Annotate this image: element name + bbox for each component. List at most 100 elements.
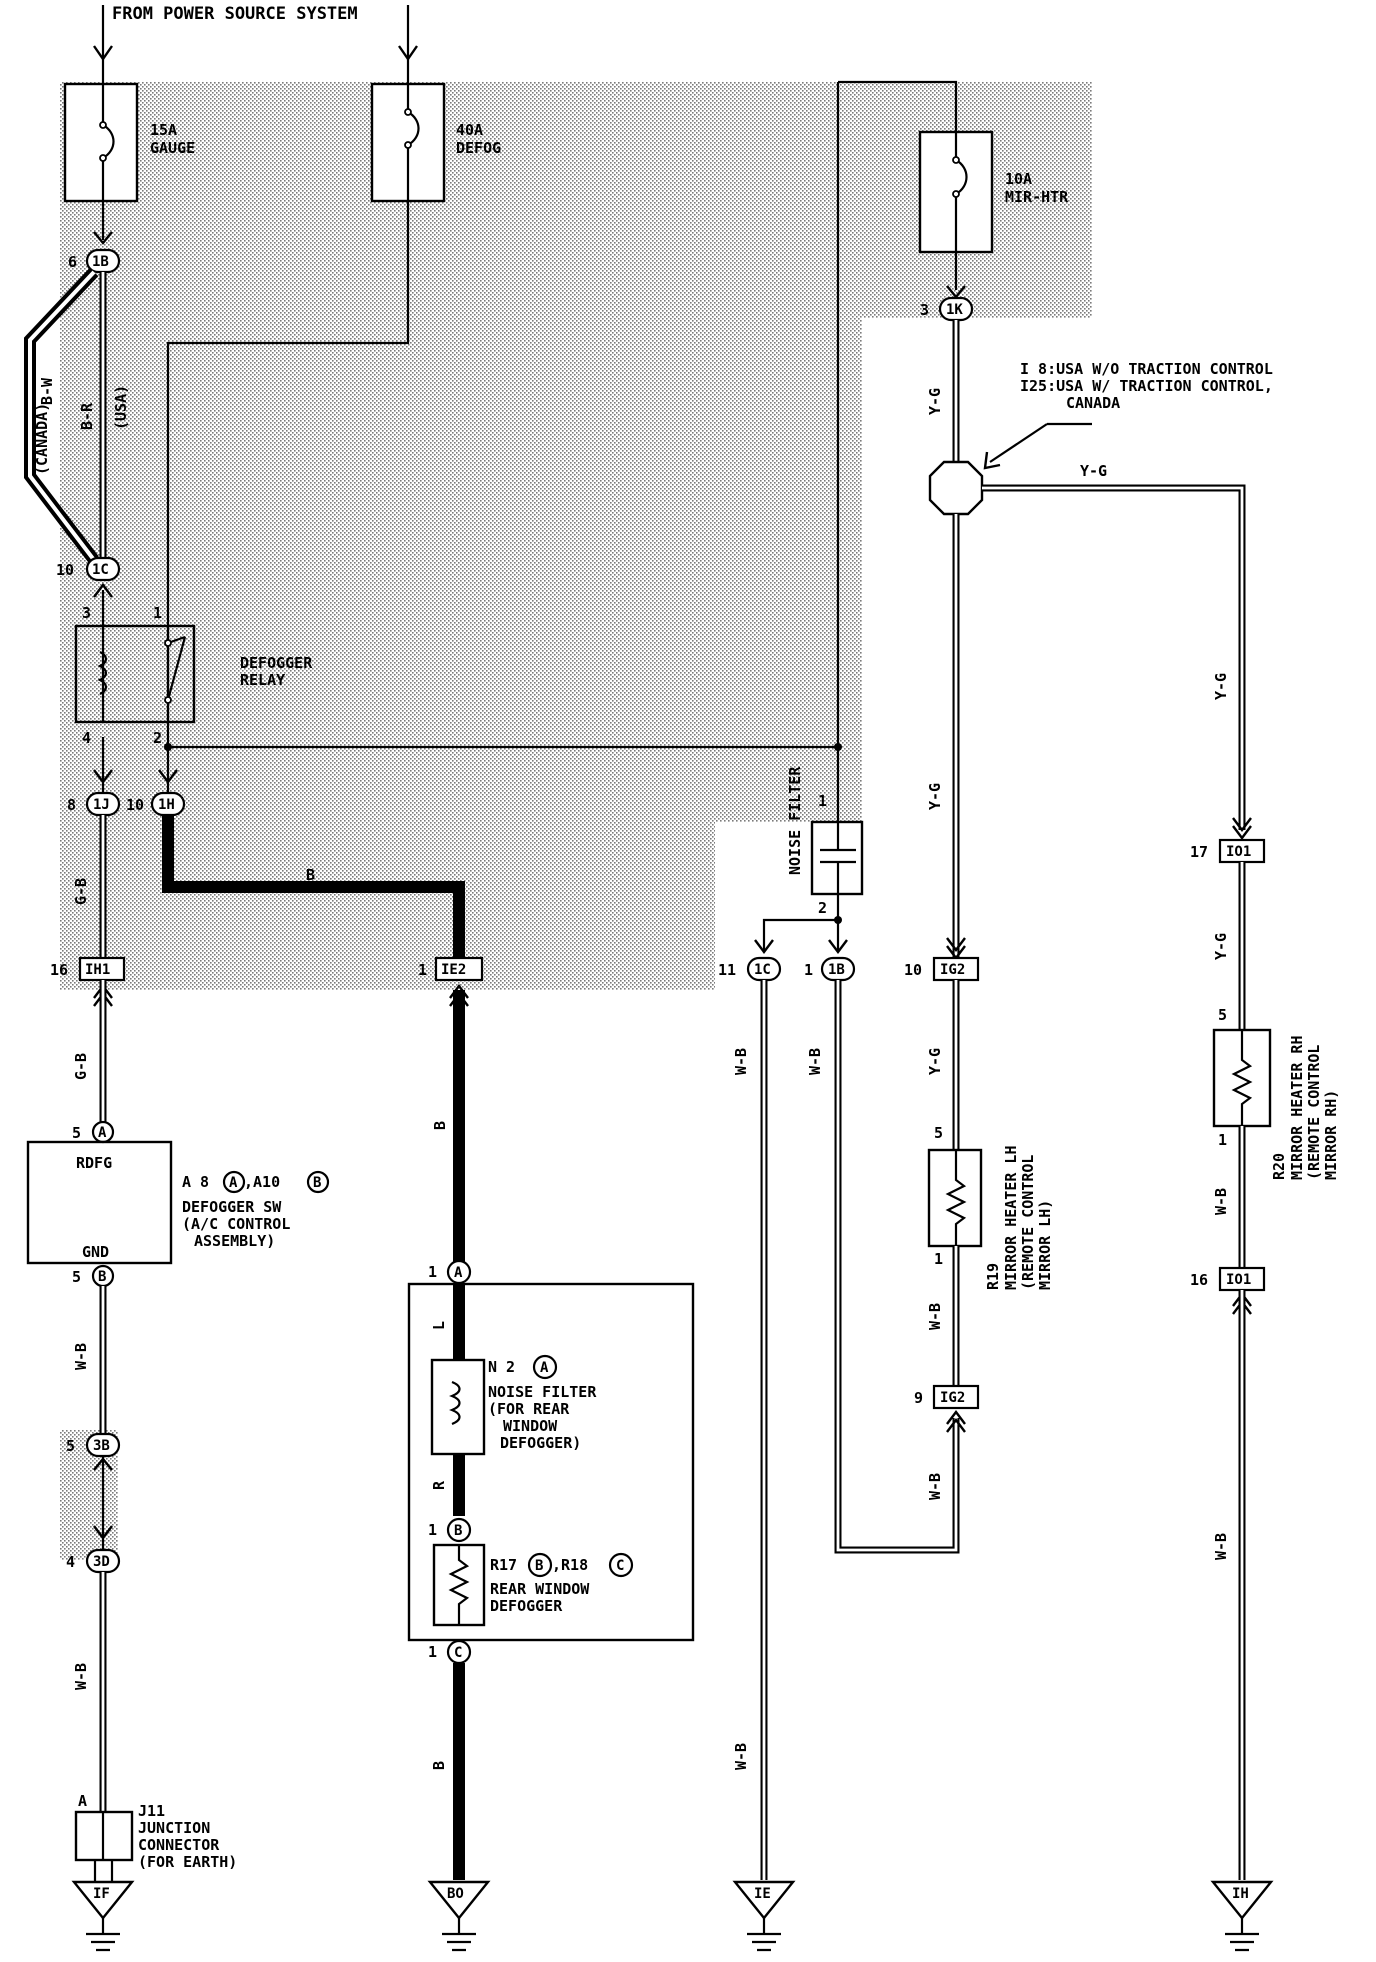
svg-text:8: 8 <box>67 796 76 814</box>
svg-text:1C: 1C <box>754 962 771 978</box>
svg-text:Y-G: Y-G <box>1080 462 1107 480</box>
svg-text:,A10: ,A10 <box>244 1173 280 1191</box>
svg-text:(FOR EARTH): (FOR EARTH) <box>138 1853 237 1871</box>
svg-text:I25:USA W/ TRACTION CONTROL,: I25:USA W/ TRACTION CONTROL, <box>1020 377 1273 395</box>
svg-text:3: 3 <box>82 604 91 622</box>
svg-text:W-B: W-B <box>926 1303 944 1330</box>
mirror-heater-lh: 5 1 R19 MIRROR HEATER LH (REMOTE CONTROL… <box>927 1124 1054 1290</box>
canada-usa-wires: B-W (CANADA) B-R (USA) <box>24 267 130 564</box>
svg-text:R20: R20 <box>1270 1153 1288 1180</box>
wire-yg-upper: Y-G <box>926 320 960 462</box>
svg-text:R19: R19 <box>984 1263 1002 1290</box>
fuse-gauge-name: GAUGE <box>150 139 195 157</box>
connector-1J: 1J 8 <box>67 769 121 817</box>
wire-gb: G-B <box>72 815 107 958</box>
svg-text:W-B: W-B <box>1212 1533 1230 1560</box>
junction-IO1-upper: IO1 17 Y-G <box>1190 838 1266 1030</box>
svg-text:IH: IH <box>1232 1886 1249 1902</box>
fuse-defog-name: DEFOG <box>456 139 501 157</box>
svg-text:5: 5 <box>72 1124 81 1142</box>
svg-text:10: 10 <box>904 961 922 979</box>
svg-text:2: 2 <box>153 729 162 747</box>
svg-text:1: 1 <box>818 792 827 810</box>
defogger-relay: 3 1 4 2 DEFOGGER RELAY <box>74 597 313 747</box>
mirror-heater-rh: 5 1 R20 MIRROR HEATER RH (REMOTE CONTROL… <box>1212 1006 1340 1180</box>
rear-defogger-unit: A 1 L N 2 A NOISE FILTER (FOR REAR WINDO… <box>407 1259 695 1665</box>
fuse-gauge: 15A GAUGE <box>63 82 195 203</box>
ground-ie: IE <box>732 1880 796 1952</box>
svg-text:W-B: W-B <box>732 1048 750 1075</box>
power-input-arrows <box>93 5 418 84</box>
svg-text:1J: 1J <box>93 797 110 813</box>
svg-text:Y-G: Y-G <box>1212 933 1230 960</box>
fuse-defog-amp: 40A <box>456 121 483 139</box>
svg-text:5: 5 <box>66 1437 75 1455</box>
junction-connector-j11: A J11 JUNCTION CONNECTOR (FOR EARTH) <box>74 1792 237 1888</box>
connector-1B-center: 1B 1 <box>804 956 856 982</box>
ground-bo: BO <box>427 1880 491 1952</box>
svg-text:NOISE FILTER: NOISE FILTER <box>488 1383 597 1401</box>
svg-text:C: C <box>454 1645 462 1661</box>
noise-filter: NOISE FILTER 1 2 <box>754 766 864 954</box>
svg-text:WINDOW: WINDOW <box>503 1417 558 1435</box>
svg-text:5: 5 <box>934 1124 943 1142</box>
wire-wb-left: W-B 3B 5 3D 4 W-B <box>66 1286 121 1812</box>
wire-wb-lh: W-B <box>926 1246 960 1386</box>
fuse-gauge-amp: 15A <box>150 121 177 139</box>
svg-text:17: 17 <box>1190 843 1208 861</box>
svg-text:W-B: W-B <box>926 1473 944 1500</box>
svg-text:RDFG: RDFG <box>76 1154 112 1172</box>
svg-text:IG2: IG2 <box>940 962 965 978</box>
svg-text:1: 1 <box>428 1263 437 1281</box>
source-label: FROM POWER SOURCE SYSTEM <box>112 4 358 24</box>
svg-text:11: 11 <box>718 961 736 979</box>
svg-text:1: 1 <box>428 1521 437 1539</box>
junction-IH1: IH1 16 <box>50 956 126 1007</box>
svg-text:1B: 1B <box>828 962 845 978</box>
svg-text:16: 16 <box>1190 1271 1208 1289</box>
svg-text:DEFOGGER): DEFOGGER) <box>500 1434 581 1452</box>
svg-text:R: R <box>430 1480 448 1490</box>
svg-text:5: 5 <box>1218 1006 1227 1024</box>
svg-text:Y-G: Y-G <box>1212 673 1230 700</box>
fuse-mir-htr: 10A MIR-HTR <box>918 130 1069 254</box>
svg-text:IE: IE <box>754 1886 771 1902</box>
svg-text:(CANADA): (CANADA) <box>33 403 51 475</box>
svg-text:1: 1 <box>1218 1131 1227 1149</box>
svg-text:B-R: B-R <box>78 402 96 430</box>
splice-point: I 8:USA W/O TRACTION CONTROL I25:USA W/ … <box>928 360 1273 516</box>
svg-text:9: 9 <box>914 1389 923 1407</box>
svg-text:N 2: N 2 <box>488 1358 515 1376</box>
svg-text:REAR WINDOW: REAR WINDOW <box>490 1580 590 1598</box>
svg-text:IO1: IO1 <box>1226 1272 1251 1288</box>
svg-text:J11: J11 <box>138 1802 165 1820</box>
svg-text:Y-G: Y-G <box>926 1048 944 1075</box>
svg-text:ASSEMBLY): ASSEMBLY) <box>194 1232 275 1250</box>
svg-text:CANADA: CANADA <box>1066 394 1120 412</box>
svg-text:BO: BO <box>447 1886 464 1902</box>
svg-text:W-B: W-B <box>732 1743 750 1770</box>
svg-text:10: 10 <box>56 561 74 579</box>
svg-text:5: 5 <box>72 1268 81 1286</box>
svg-text:A: A <box>229 1175 238 1191</box>
svg-text:1: 1 <box>428 1643 437 1661</box>
svg-text:1H: 1H <box>158 797 175 813</box>
wire-yg-rh: Y-G Y-G <box>982 462 1252 840</box>
junction-block-shading <box>60 82 1092 1560</box>
svg-text:IG2: IG2 <box>940 1390 965 1406</box>
wire-yg-lh: Y-G <box>926 514 966 960</box>
connector-1C-center: 1C 11 <box>718 956 782 982</box>
wire-wb-rh: W-B <box>1212 1126 1246 1268</box>
svg-text:B: B <box>430 1761 448 1770</box>
wire-b-lower: B <box>430 1663 465 1880</box>
svg-text:(USA): (USA) <box>112 385 130 430</box>
svg-text:I 8:USA W/O TRACTION CONTROL: I 8:USA W/O TRACTION CONTROL <box>1020 360 1273 378</box>
fuse-defog: 40A DEFOG <box>370 82 501 203</box>
svg-text:3B: 3B <box>93 1438 110 1454</box>
wire-b-heavy: B <box>162 815 465 958</box>
svg-text:Y-G: Y-G <box>926 388 944 415</box>
svg-text:RELAY: RELAY <box>240 671 285 689</box>
svg-text:CONNECTOR: CONNECTOR <box>138 1836 220 1854</box>
svg-text:DEFOGGER SW: DEFOGGER SW <box>182 1198 282 1216</box>
